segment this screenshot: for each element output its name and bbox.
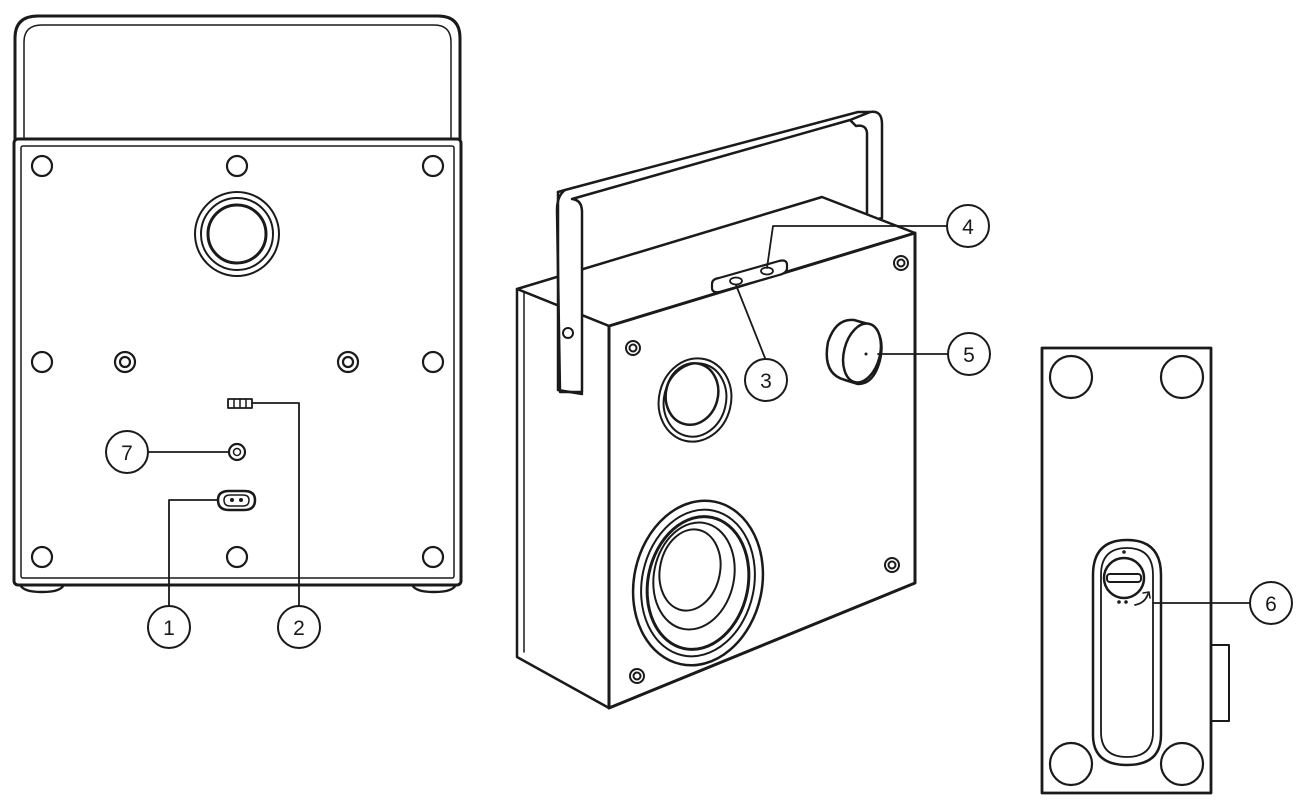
iso-screws <box>625 255 909 684</box>
iso-top-buttons <box>710 259 789 294</box>
bottom-view <box>1040 346 1251 795</box>
rear-screws <box>30 154 445 569</box>
rear-handle-inner <box>23 24 452 138</box>
bottom-feet <box>1048 354 1205 787</box>
iso-view <box>515 110 949 710</box>
callout-4: 4 <box>946 204 990 248</box>
rear-leader-lines <box>147 402 300 607</box>
callout-2-label: 2 <box>293 617 305 640</box>
callout-1-label: 1 <box>163 617 175 640</box>
bottom-side-bump <box>1209 644 1230 722</box>
iso-tweeter <box>657 357 733 443</box>
rear-handle <box>13 14 462 142</box>
rear-view <box>12 14 463 607</box>
callout-7: 7 <box>105 430 149 474</box>
callout-5: 5 <box>947 332 991 376</box>
callout-2: 2 <box>277 605 321 649</box>
rear-panel-inner <box>20 145 455 579</box>
callout-6: 6 <box>1249 581 1293 625</box>
callout-3-label: 3 <box>760 370 772 393</box>
callouts: 1 2 7 3 4 5 6 <box>105 204 1293 649</box>
bottom-battery-slot <box>1091 538 1163 767</box>
callout-7-label: 7 <box>121 442 133 465</box>
rear-bass-port <box>194 191 280 277</box>
iso-woofer <box>631 499 765 667</box>
iso-knob <box>825 318 883 386</box>
callout-6-label: 6 <box>1265 593 1277 616</box>
iso-leader-lines <box>735 225 949 359</box>
bottom-panel <box>1040 346 1213 795</box>
callout-5-label: 5 <box>963 344 975 367</box>
rear-power-inlet <box>216 489 257 512</box>
callout-1: 1 <box>147 605 191 649</box>
callout-4-label: 4 <box>962 216 974 239</box>
bottom-lock <box>1102 556 1146 600</box>
callout-3: 3 <box>744 358 788 402</box>
iso-handle-front <box>555 110 872 394</box>
iso-handle-back <box>848 110 884 224</box>
